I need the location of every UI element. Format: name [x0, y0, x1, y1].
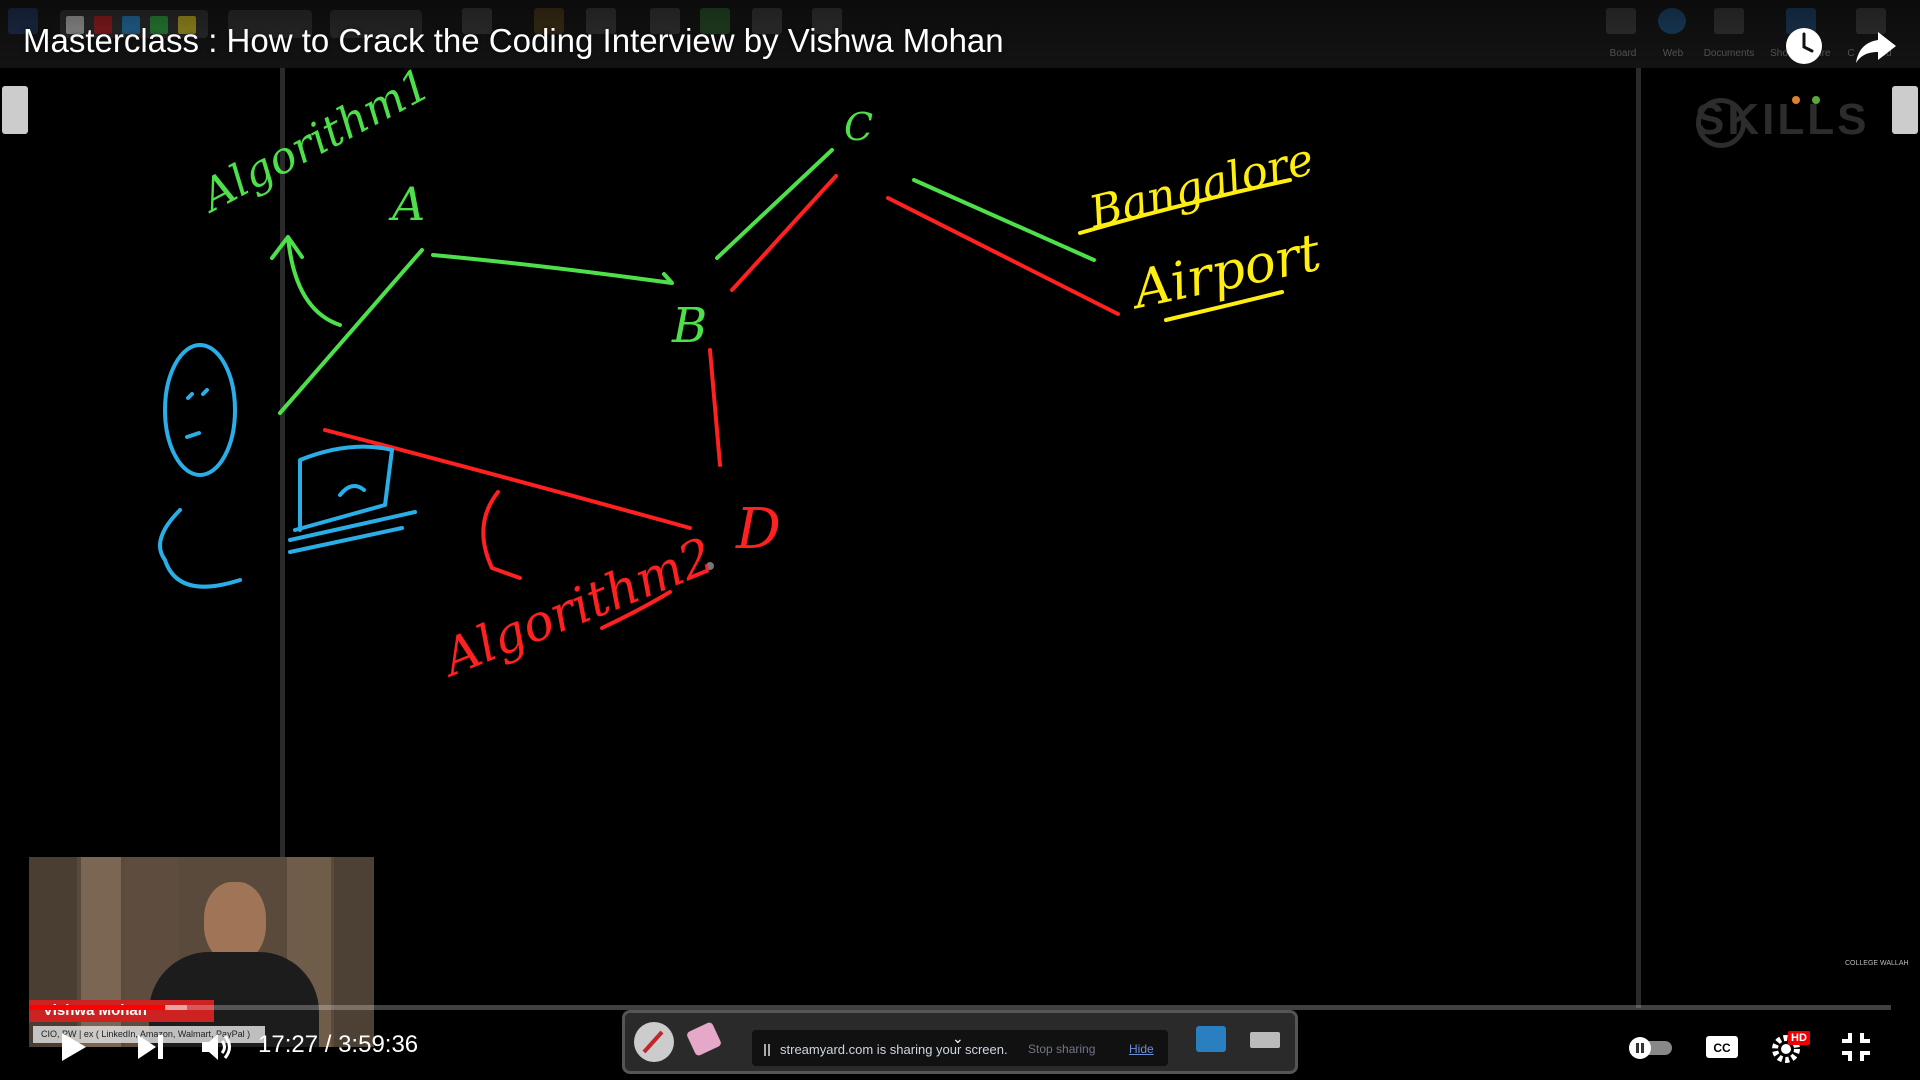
autoplay-toggle[interactable]: [1624, 1027, 1676, 1067]
video-title[interactable]: Masterclass : How to Crack the Coding In…: [23, 22, 1004, 59]
volume-button[interactable]: [196, 1027, 236, 1067]
left-margin-line: [280, 68, 285, 1008]
current-time: 17:27: [258, 1031, 319, 1058]
play-button[interactable]: [52, 1027, 92, 1067]
red-arrow-curve: [481, 490, 522, 580]
share-notice-text: streamyard.com is sharing your screen.: [780, 1042, 1008, 1057]
exit-fullscreen-icon: [1842, 1033, 1870, 1061]
progress-played: [29, 1005, 165, 1010]
green-edge-start-a: [278, 248, 424, 415]
laptop-base: [288, 510, 417, 554]
laptop-detail: [338, 484, 366, 497]
captions-button[interactable]: CC: [1702, 1027, 1742, 1067]
red-algorithm2-underline: [600, 590, 672, 630]
settings-button[interactable]: [1768, 1027, 1808, 1067]
presenter-name-bar: Vishwa Mohan: [29, 1000, 214, 1022]
label-node-d: D: [735, 497, 781, 562]
cc-icon: CC: [1706, 1036, 1738, 1058]
dot-orange: [1792, 96, 1800, 104]
label-node-c: C: [844, 105, 873, 149]
time-separator: /: [318, 1031, 339, 1058]
exit-fullscreen-button[interactable]: [1836, 1027, 1876, 1067]
progress-buffered: [164, 1005, 188, 1010]
presenter-face: [204, 882, 266, 962]
share-arrow-icon: [1856, 32, 1896, 63]
yellow-underline-2: [1164, 290, 1284, 322]
keyboard-icon[interactable]: [1250, 1032, 1280, 1048]
stick-figure-body: [158, 508, 242, 589]
college-wallah-logo: COLLEGE WALLAH: [1845, 960, 1909, 967]
hd-badge: HD: [1788, 1031, 1810, 1045]
gear-icon: [1772, 1035, 1800, 1063]
label-node-b: B: [671, 298, 707, 354]
chevron-down-icon[interactable]: ⌄: [952, 1030, 964, 1046]
hide-link[interactable]: Hide: [1129, 1042, 1154, 1056]
dot-green: [1812, 96, 1820, 104]
right-margin-line: [1636, 68, 1641, 1008]
label-algorithm2: Algorithm2: [431, 526, 721, 688]
green-edge-a-b: [431, 253, 674, 285]
skills-logo-icon: [1696, 98, 1746, 148]
drag-handle-icon[interactable]: [764, 1044, 766, 1056]
progress-track[interactable]: [29, 1005, 1891, 1010]
autoplay-toggle-icon: [1629, 1037, 1672, 1059]
stop-sharing-button[interactable]: Stop sharing: [1028, 1042, 1096, 1056]
green-edge-c-airport: [912, 178, 1096, 262]
presenter-subtitle: CIO, PW | ex ( LinkedIn, Amazon, Walmart…: [33, 1026, 265, 1043]
share-button[interactable]: [1852, 22, 1900, 70]
label-bangalore: Bangalore: [1083, 134, 1318, 239]
green-edge-b-c: [715, 148, 834, 260]
pen-tool-button[interactable]: [634, 1022, 674, 1062]
share-notice: [752, 1030, 1168, 1066]
pen-icon: [642, 1030, 664, 1054]
duration: 3:59:36: [338, 1031, 419, 1058]
next-button[interactable]: [130, 1027, 170, 1067]
clock-icon: [1786, 28, 1822, 64]
cursor-dot: [706, 562, 714, 570]
volume-icon: [202, 1034, 231, 1060]
left-panel-toggle[interactable]: [2, 86, 28, 134]
red-edge-d-b: [708, 348, 722, 467]
play-icon: [62, 1033, 86, 1061]
svg-text:CC: CC: [1713, 1041, 1731, 1055]
monitor-icon[interactable]: [1196, 1026, 1226, 1052]
laptop-screen: [293, 444, 394, 532]
yellow-underline-1: [1078, 178, 1292, 235]
right-panel-toggle[interactable]: [1892, 86, 1918, 134]
red-edge-start-d: [323, 428, 692, 530]
next-icon: [138, 1035, 163, 1059]
stick-figure-eyes: [185, 388, 209, 439]
stick-figure-head: [163, 343, 237, 477]
label-node-a: A: [388, 177, 425, 231]
green-arrow-up: [270, 235, 342, 327]
red-edge-c-airport: [886, 196, 1120, 316]
time-display: 17:27 / 3:59:36: [258, 1031, 418, 1059]
red-edge-b-c: [730, 174, 838, 292]
watch-later-button[interactable]: [1780, 22, 1828, 70]
